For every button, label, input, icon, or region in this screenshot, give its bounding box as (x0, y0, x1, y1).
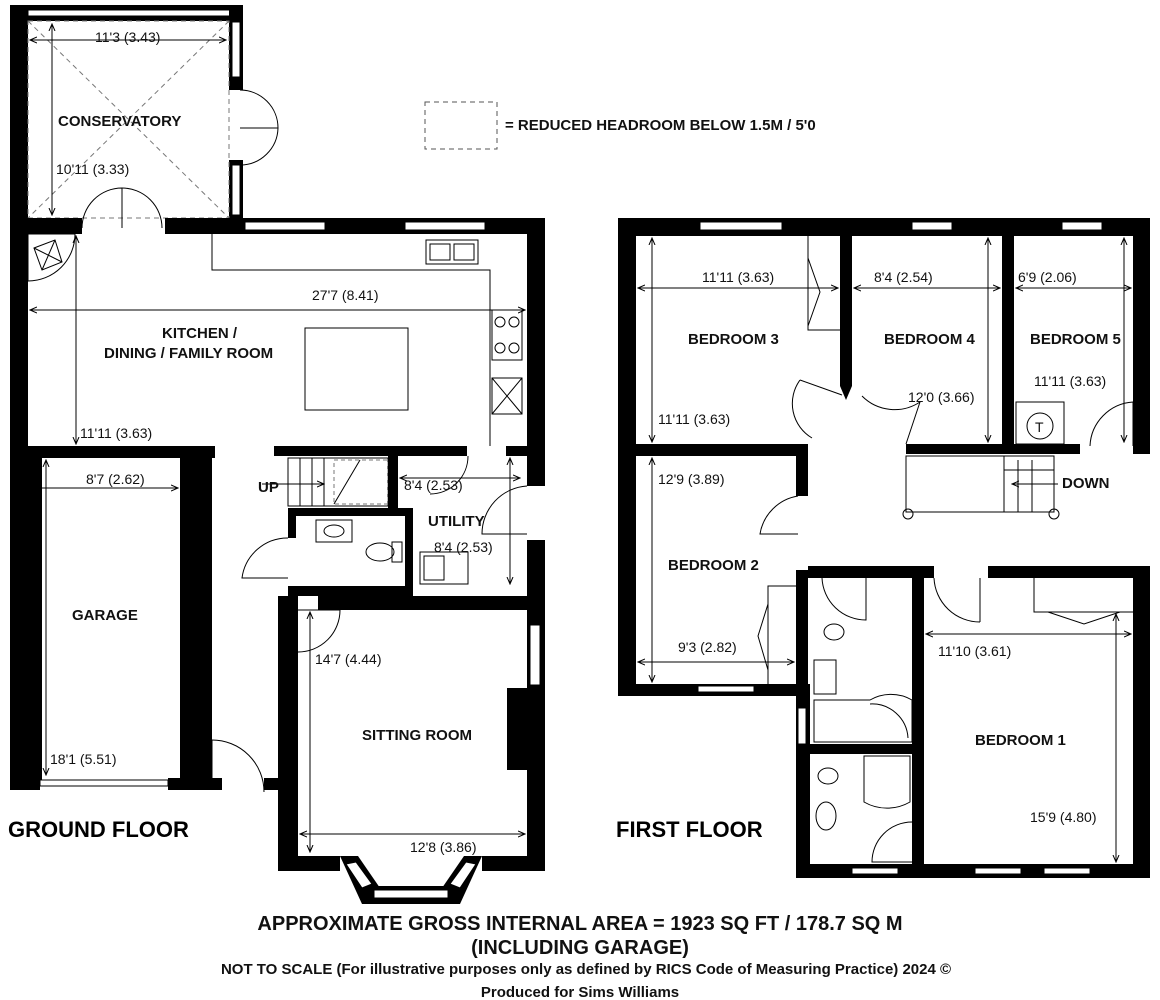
kitchen-label-line2: DINING / FAMILY ROOM (104, 345, 273, 362)
stairs-down-label: DOWN (1062, 475, 1110, 492)
disclaimer-text: NOT TO SCALE (For illustrative purposes … (221, 961, 951, 978)
garage-depth-dim: 18'1 (5.51) (50, 751, 117, 767)
bedroom-5-label: BEDROOM 5 (1030, 331, 1121, 348)
bedroom-1: 11'10 (3.61) BEDROOM 1 15'9 (4.80) (926, 577, 1133, 862)
produced-for-text: Produced for Sims Williams (481, 984, 679, 1000)
bedroom-4-depth-dim: 12'0 (3.66) (908, 389, 975, 405)
bedroom-2-label: BEDROOM 2 (668, 557, 759, 574)
bedroom-3-depth-dim: 11'11 (3.63) (658, 411, 730, 427)
kitchen-depth-dim: 11'11 (3.63) (80, 425, 152, 441)
footer: APPROXIMATE GROSS INTERNAL AREA = 1923 S… (221, 913, 951, 1000)
stairs-up-label: UP (258, 479, 279, 496)
garage: 8'7 (2.62) GARAGE 18'1 (5.51) (10, 446, 212, 790)
ground-floor-label: GROUND FLOOR (8, 817, 189, 842)
bedroom-1-depth-dim: 15'9 (4.80) (1030, 809, 1097, 825)
gross-area-text: APPROXIMATE GROSS INTERNAL AREA = 1923 S… (257, 913, 902, 935)
reduced-headroom-swatch (424, 101, 498, 150)
conservatory: 11'3 (3.43) CONSERVATORY 10'11 (3.33) (10, 5, 279, 219)
bedroom-2-width-dim: 9'3 (2.82) (678, 639, 737, 655)
bedroom-5-width-dim: 6'9 (2.06) (1018, 269, 1077, 285)
bedroom-5: T 6'9 (2.06) BEDROOM 5 11'11 (3.63) (1014, 238, 1134, 454)
utility-depth-dim: 8'4 (2.53) (434, 539, 493, 555)
bedroom-4: 8'4 (2.54) BEDROOM 4 12'0 (3.66) (840, 236, 1014, 454)
bedroom-3-width-dim: 11'11 (3.63) (702, 269, 774, 285)
bedroom-4-width-dim: 8'4 (2.54) (874, 269, 933, 285)
kitchen-width-dim: 27'7 (8.41) (312, 287, 379, 303)
kitchen-label-line1: KITCHEN / (162, 325, 238, 342)
first-floor-label: FIRST FLOOR (616, 817, 763, 842)
legend: = REDUCED HEADROOM BELOW 1.5M / 5'0 (424, 101, 816, 150)
bedroom-5-depth-dim: 11'11 (3.63) (1034, 373, 1106, 389)
garage-width-dim: 8'7 (2.62) (86, 471, 145, 487)
conservatory-depth-dim: 10'11 (3.33) (56, 161, 129, 177)
sitting-room-width-dim: 12'8 (3.86) (410, 839, 477, 855)
utility-label: UTILITY (428, 513, 485, 530)
tank-label: T (1035, 419, 1044, 435)
bedroom-1-width-dim: 11'10 (3.61) (938, 643, 1011, 659)
bedroom-3: 11'11 (3.63) BEDROOM 3 11'11 (3.63) (636, 236, 852, 456)
bathroom (810, 577, 924, 864)
bedroom-1-label: BEDROOM 1 (975, 732, 1066, 749)
kitchen-dining-family-room: 27'7 (8.41) KITCHEN / DINING / FAMILY RO… (10, 187, 545, 458)
conservatory-width-dim: 11'3 (3.43) (95, 29, 160, 45)
ground-floor: 11'3 (3.43) CONSERVATORY 10'11 (3.33) (8, 5, 545, 904)
including-garage-text: (INCLUDING GARAGE) (471, 937, 689, 959)
bedroom-2: 12'9 (3.89) BEDROOM 2 9'3 (2.82) (638, 444, 808, 696)
sitting-room-depth-dim: 14'7 (4.44) (315, 651, 382, 667)
bedroom-4-label: BEDROOM 4 (884, 331, 976, 348)
legend-text: = REDUCED HEADROOM BELOW 1.5M / 5'0 (505, 117, 816, 134)
landing: DOWN (808, 455, 1150, 578)
hall-utility: UP 8'4 (2.53) UTILITY 8'4 (2.53) (211, 446, 545, 793)
sitting-room-label: SITTING ROOM (362, 727, 472, 744)
utility-width-dim: 8'4 (2.53) (404, 477, 463, 493)
conservatory-label: CONSERVATORY (58, 113, 181, 130)
bedroom-2-depth-dim: 12'9 (3.89) (658, 471, 725, 487)
garage-label: GARAGE (72, 607, 138, 624)
sitting-room: 14'7 (4.44) SITTING ROOM 12'8 (3.86) (278, 596, 545, 904)
bedroom-3-label: BEDROOM 3 (688, 331, 779, 348)
first-floor: 11'11 (3.63) BEDROOM 3 11'11 (3.63) 8'4 … (616, 218, 1150, 878)
